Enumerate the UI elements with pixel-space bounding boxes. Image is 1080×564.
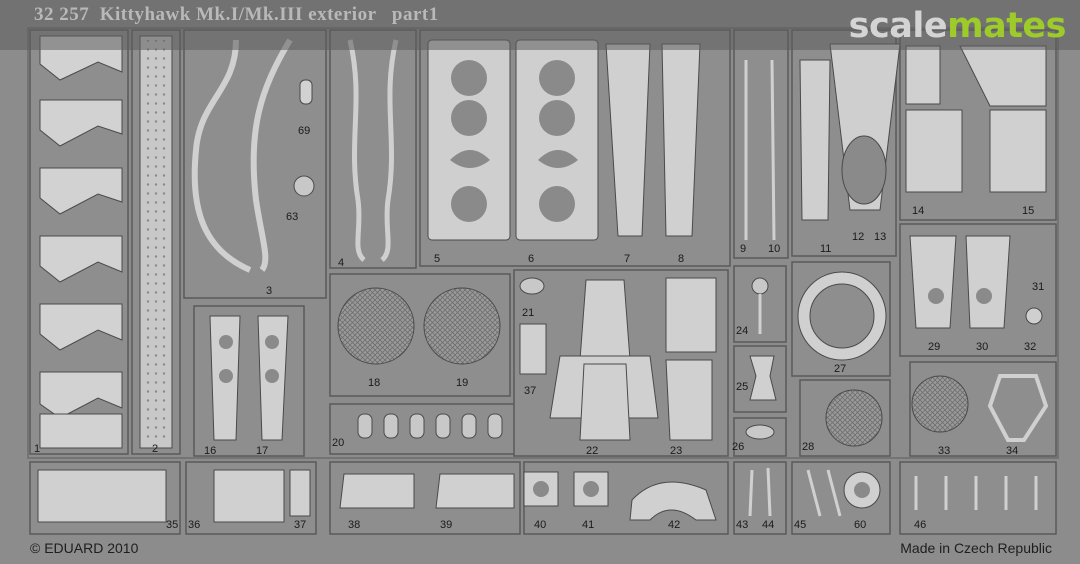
- part-label-22: 22: [586, 445, 598, 457]
- part-label-46: 46: [914, 519, 926, 531]
- part-label-31: 31: [1032, 281, 1044, 293]
- part-label-43: 43: [736, 519, 748, 531]
- part-label-25: 25: [736, 381, 748, 393]
- part-label-37: 37: [524, 385, 536, 397]
- part-label-24: 24: [736, 325, 748, 337]
- part-label-44: 44: [762, 519, 774, 531]
- part-label-21: 21: [522, 307, 534, 319]
- part-label-12: 12: [852, 231, 864, 243]
- part-labels: 1 2 3 4 5 6 7 8 9 10 11 12 13 14 15 16 1…: [34, 125, 1044, 531]
- origin-text: Made in Czech Republic: [900, 540, 1052, 556]
- part-label-29: 29: [928, 341, 940, 353]
- part-label-36: 36: [188, 519, 200, 531]
- part-label-18: 18: [368, 377, 380, 389]
- part-label-40: 40: [534, 519, 546, 531]
- part-label-63: 63: [286, 211, 298, 223]
- part-label-6: 6: [528, 253, 534, 265]
- watermark-mates: mates: [947, 6, 1066, 46]
- part-label-33: 33: [938, 445, 950, 457]
- part-label-9: 9: [740, 243, 746, 255]
- part-label-7: 7: [624, 253, 630, 265]
- part-label-27: 27: [834, 363, 846, 375]
- part-label-1: 1: [34, 443, 40, 455]
- part-label-60: 60: [854, 519, 866, 531]
- part-label-39: 39: [440, 519, 452, 531]
- part-label-4: 4: [338, 257, 344, 269]
- part-label-30: 30: [976, 341, 988, 353]
- part-label-2: 2: [152, 443, 158, 455]
- part-label-14: 14: [912, 205, 924, 217]
- part-label-32: 32: [1024, 341, 1036, 353]
- part-label-41: 41: [582, 519, 594, 531]
- part-label-69: 69: [298, 125, 310, 137]
- part-label-23: 23: [670, 445, 682, 457]
- part-label-13: 13: [874, 231, 886, 243]
- part-label-11: 11: [820, 243, 831, 255]
- part-label-38: 38: [348, 519, 360, 531]
- part-label-26: 26: [732, 441, 744, 453]
- part-label-34: 34: [1006, 445, 1018, 457]
- watermark-logo: scalemates: [848, 6, 1067, 46]
- part-label-16: 16: [204, 445, 216, 457]
- part-label-10: 10: [768, 243, 780, 255]
- part-label-19: 19: [456, 377, 468, 389]
- watermark-band: [0, 0, 1080, 50]
- part-label-37b: 37: [294, 519, 306, 531]
- part-label-45: 45: [794, 519, 806, 531]
- part-label-8: 8: [678, 253, 684, 265]
- part-label-17: 17: [256, 445, 268, 457]
- part-label-5: 5: [434, 253, 440, 265]
- copyright-text: © EDUARD 2010: [30, 540, 139, 556]
- sheet-title: 32 257 Kittyhawk Mk.I/Mk.III exterior pa…: [34, 4, 439, 25]
- part-label-42: 42: [668, 519, 680, 531]
- part-label-28: 28: [802, 441, 814, 453]
- part-label-15: 15: [1022, 205, 1034, 217]
- watermark-scale: scale: [848, 6, 948, 46]
- part-label-35: 35: [166, 519, 178, 531]
- part-label-20: 20: [332, 437, 344, 449]
- part-label-3: 3: [266, 285, 272, 297]
